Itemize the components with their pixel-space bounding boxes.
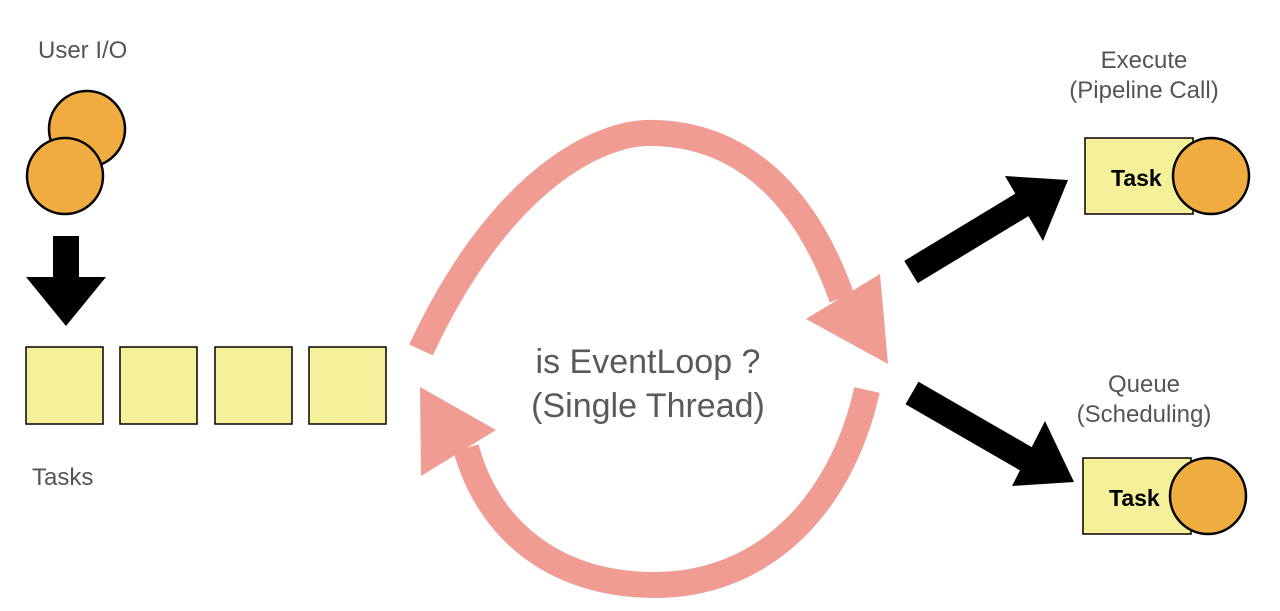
loop-arrowhead-right-icon [806,274,888,364]
queue-task-label: Task [1109,485,1160,511]
execute-label-line-2: (Pipeline Call) [1069,77,1219,104]
execute-arrowhead-icon [1005,176,1068,241]
loop-arrow-lower [453,387,880,599]
down-arrow-icon [26,236,106,326]
execute-task-box [1084,137,1194,215]
queue-label-line-2: (Scheduling) [1076,401,1212,428]
task-queue-box-1 [25,346,104,425]
execute-label-line-1: Execute [1100,47,1188,74]
event-loop-line-1: is EventLoop ? [535,343,761,381]
execute-arrow-shaft [904,188,1037,284]
task-queue-box-3 [214,346,293,425]
queue-label: Queue (Scheduling) [1044,370,1244,430]
queue-arrowhead-icon [1012,421,1074,486]
user-io-circle-front [25,136,105,216]
loop-arrow-upper [409,119,855,356]
task-queue-box-4 [308,346,387,425]
event-loop-question: is EventLoop ? (Single Thread) [498,340,798,428]
queue-arrow-shaft [905,381,1035,472]
tasks-label: Tasks [32,464,94,491]
user-io-label: User I/O [38,37,128,64]
task-queue-box-2 [119,346,198,425]
execute-label: Execute (Pipeline Call) [1044,46,1244,106]
queue-task-circle [1168,456,1248,536]
loop-arrowhead-left-icon [420,387,496,476]
execute-task-circle [1171,136,1251,216]
event-loop-line-2: (Single Thread) [531,387,765,425]
queue-label-line-1: Queue [1107,371,1181,398]
execute-task-label: Task [1111,165,1162,191]
